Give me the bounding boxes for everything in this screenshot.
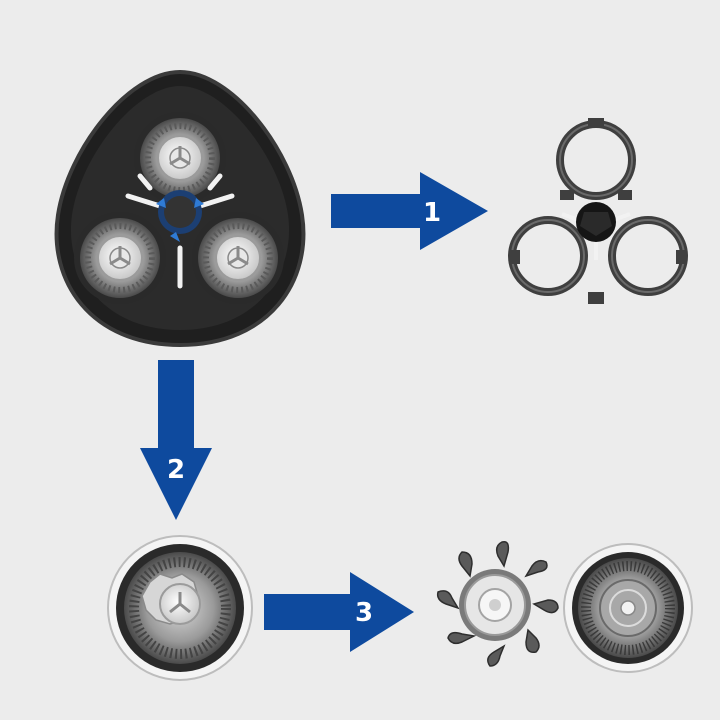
step-1-arrow: 1 bbox=[331, 172, 488, 250]
step-1-label: 1 bbox=[423, 198, 441, 228]
step-2-arrow: 2 bbox=[140, 360, 212, 520]
step-3-label: 3 bbox=[355, 598, 373, 628]
cutter-icon bbox=[438, 542, 558, 666]
step-2-label: 2 bbox=[167, 455, 185, 485]
retaining-frame-icon bbox=[510, 118, 686, 304]
step-3-arrow: 3 bbox=[264, 572, 414, 652]
guard-icon bbox=[564, 544, 692, 672]
shaving-head-icon bbox=[57, 72, 304, 345]
shaving-unit-icon bbox=[108, 536, 252, 680]
